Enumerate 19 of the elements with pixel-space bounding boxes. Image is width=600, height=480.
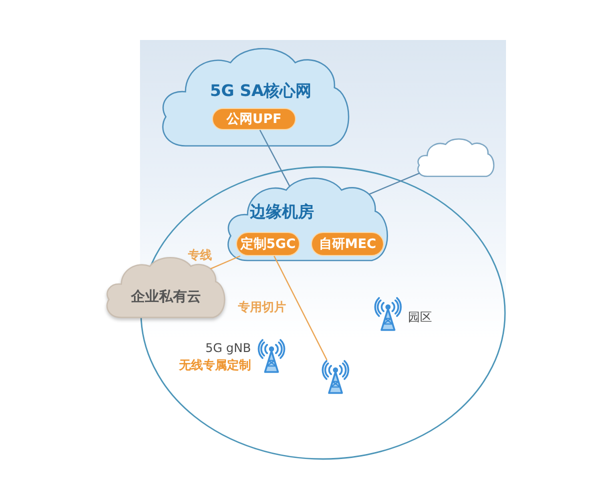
cloud [416,138,496,178]
module-tag: 自研MEC [311,232,384,256]
cloud-title: 边缘机房 [250,202,314,222]
module-tag: 公网UPF [212,108,296,130]
antenna-tower-icon [374,297,402,331]
cloud-title: 5G SA核心网 [210,81,312,101]
station-label: 5G gNB [205,341,251,356]
connector-line [368,172,420,195]
cloud-title: 企业私有云 [131,288,201,307]
module-tag: 定制5GC [236,232,300,256]
connector-line [274,256,328,360]
edge-label: 专用切片 [238,300,286,315]
connector-line [259,130,290,187]
antenna-tower-icon [257,339,286,373]
connector-line [210,255,240,270]
antenna-tower-icon [321,360,350,394]
edge-label: 专线 [188,248,212,263]
area-label: 园区 [408,310,432,325]
station-caption: 无线专属定制 [179,358,251,373]
